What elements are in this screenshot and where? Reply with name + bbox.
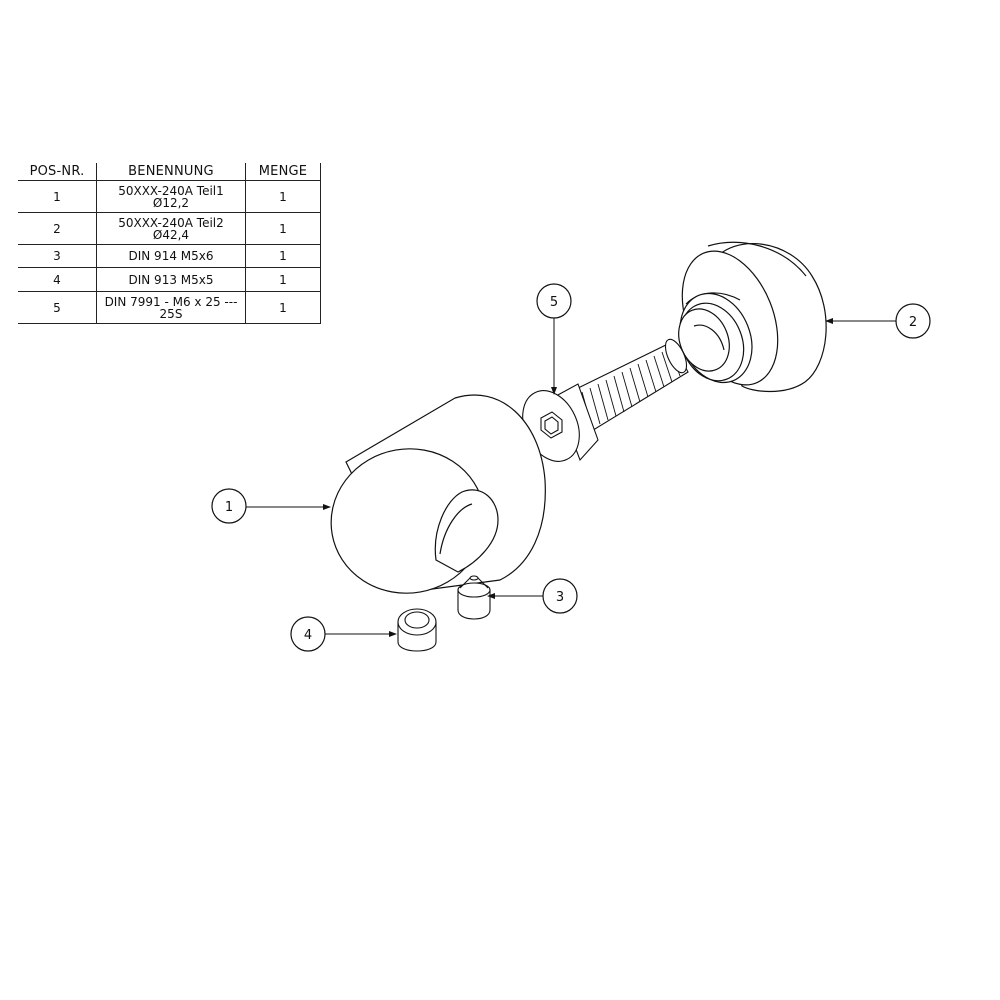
balloon-5-number: 5 [550, 295, 558, 310]
table-row: 5 DIN 7991 - M6 x 25 --- 25S 1 [18, 291, 321, 324]
bom-header-qty: MENGE [245, 163, 321, 181]
bom-name-cell: DIN 914 M5x6 [96, 244, 246, 268]
balloon-4-number: 4 [304, 628, 312, 643]
bom-pos-cell: 2 [18, 212, 97, 245]
bom-header-row: POS-NR. BENENNUNG MENGE [18, 163, 321, 181]
bom-pos-cell: 5 [18, 291, 97, 324]
table-row: 3 DIN 914 M5x6 1 [18, 244, 321, 268]
part-4-set-screw [397, 608, 437, 652]
callout-balloon-3: 3 [487, 578, 578, 614]
table-row: 4 DIN 913 M5x5 1 [18, 267, 321, 292]
balloon-3-number: 3 [556, 590, 564, 605]
bom-name-cell: DIN 913 M5x5 [96, 267, 246, 292]
table-row: 1 50XXX-240A Teil1 Ø12,2 1 [18, 180, 321, 213]
callout-balloon-4: 4 [290, 616, 397, 652]
callout-balloon-1: 1 [211, 488, 331, 524]
balloon-2-number: 2 [909, 315, 917, 330]
balloon-1-number: 1 [225, 500, 233, 515]
part-1-cylinder-body [330, 394, 546, 594]
bom-qty-cell: 1 [245, 291, 321, 324]
bom-qty-cell: 1 [245, 212, 321, 245]
part-2-flange [678, 241, 827, 393]
part-3-set-screw [457, 575, 491, 620]
bom-header-pos: POS-NR. [18, 163, 97, 181]
part-5-countersunk-screw [522, 338, 689, 462]
bom-name-cell: DIN 7991 - M6 x 25 --- 25S [96, 291, 246, 324]
callout-balloon-5: 5 [536, 283, 572, 395]
table-row: 2 50XXX-240A Teil2 Ø42,4 1 [18, 212, 321, 245]
bom-qty-cell: 1 [245, 180, 321, 213]
callout-balloon-2: 2 [825, 303, 931, 339]
bill-of-materials-table: POS-NR. BENENNUNG MENGE 1 50XXX-240A Tei… [18, 163, 321, 324]
bom-name-cell: 50XXX-240A Teil2 Ø42,4 [96, 212, 246, 245]
bom-pos-cell: 3 [18, 244, 97, 268]
